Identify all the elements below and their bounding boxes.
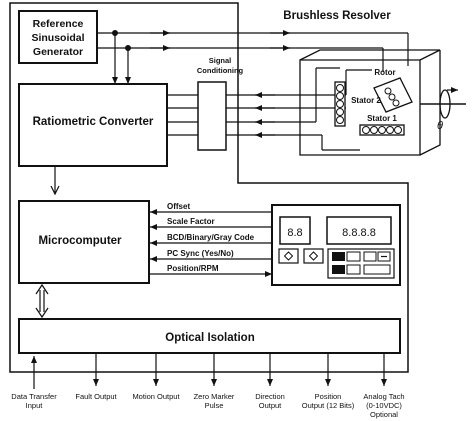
- small-display: [279, 216, 311, 245]
- front-panel: 8.8 8.8.8.8: [271, 204, 401, 286]
- resolver-housing: [299, 49, 441, 156]
- micro-optical-link-arrow: [35, 283, 49, 319]
- output-label: Analog Tach: [363, 392, 404, 401]
- stator-2-label: Stator 2: [351, 96, 381, 105]
- stator-1: Stator 1: [359, 114, 405, 136]
- output-label: Pulse: [205, 401, 224, 410]
- output-label: Optional: [370, 410, 398, 419]
- keypad-key[interactable]: [332, 265, 345, 274]
- theta-label: θ: [437, 120, 443, 132]
- output-label: (0-10VDC): [366, 401, 402, 410]
- keypad-key[interactable]: [363, 251, 377, 262]
- reference-wiring: [97, 30, 409, 84]
- output-label: Direction: [255, 392, 285, 401]
- ratiometric-converter-block: Ratiometric Converter: [18, 83, 168, 167]
- stator-signal-wiring: [167, 67, 372, 151]
- output-label: Data Transfer: [11, 392, 57, 401]
- signal-conditioning-block: Signal Conditioning: [197, 56, 244, 151]
- keypad-key[interactable]: [346, 251, 361, 262]
- output-label: Output: [259, 401, 282, 410]
- panel-button[interactable]: [303, 248, 324, 264]
- diamond-icon: [308, 251, 319, 261]
- reference-generator-label: Sinusoidal: [31, 32, 84, 44]
- optical-isolation-block: Optical Isolation: [18, 318, 401, 354]
- microcomputer-block: Microcomputer: [18, 200, 150, 284]
- output-label: Fault Output: [75, 392, 117, 401]
- resolver-shaft: [420, 87, 466, 119]
- keypad-key[interactable]: [332, 252, 345, 261]
- resolver-title: Brushless Resolver: [283, 10, 391, 22]
- output-label: Motion Output: [132, 392, 180, 401]
- output-label: Position: [315, 392, 342, 401]
- reference-generator-label: Generator: [33, 46, 83, 58]
- output-label: Output (12 Bits): [302, 401, 355, 410]
- stator-1-label: Stator 1: [367, 114, 397, 123]
- rotor-label: Rotor: [374, 68, 395, 77]
- reference-generator-block: Reference Sinusoidal Generator: [18, 10, 98, 64]
- ratiometric-converter-label: Ratiometric Converter: [33, 116, 154, 128]
- output-arrows: [31, 353, 387, 389]
- signal-conditioning-label: Signal: [209, 56, 232, 65]
- diamond-icon: [283, 251, 294, 261]
- bus-signal-label: Offset: [167, 202, 190, 211]
- bus-signal-label: Position/RPM: [167, 264, 219, 273]
- bus-signal-label: Scale Factor: [167, 217, 215, 226]
- signal-conditioning-label: Conditioning: [197, 66, 244, 75]
- reference-generator-label: Reference: [33, 18, 84, 30]
- panel-button[interactable]: [278, 248, 299, 264]
- small-display-value: 8.8: [287, 227, 302, 239]
- bus-signal-lines: [150, 209, 272, 277]
- rotor: Rotor: [373, 68, 413, 113]
- optical-isolation-label: Optical Isolation: [165, 332, 254, 344]
- microcomputer-label: Microcomputer: [38, 235, 122, 247]
- output-label: Input: [26, 401, 44, 410]
- keypad-key[interactable]: [346, 264, 361, 275]
- bus-signal-label: BCD/Binary/Gray Code: [167, 233, 255, 242]
- large-display-value: 8.8.8.8: [342, 227, 376, 239]
- keypad-key[interactable]: [363, 264, 391, 275]
- bus-signal-label: PC Sync (Yes/No): [167, 249, 234, 258]
- stator-2: Stator 2: [334, 81, 381, 127]
- enclosure-outline: [9, 2, 409, 373]
- junction-dot: [125, 45, 131, 51]
- output-labels: Data Transfer Input Fault Output Motion …: [11, 392, 404, 419]
- junction-dot: [112, 30, 118, 36]
- output-label: Zero Marker: [194, 392, 235, 401]
- large-display: [326, 216, 392, 245]
